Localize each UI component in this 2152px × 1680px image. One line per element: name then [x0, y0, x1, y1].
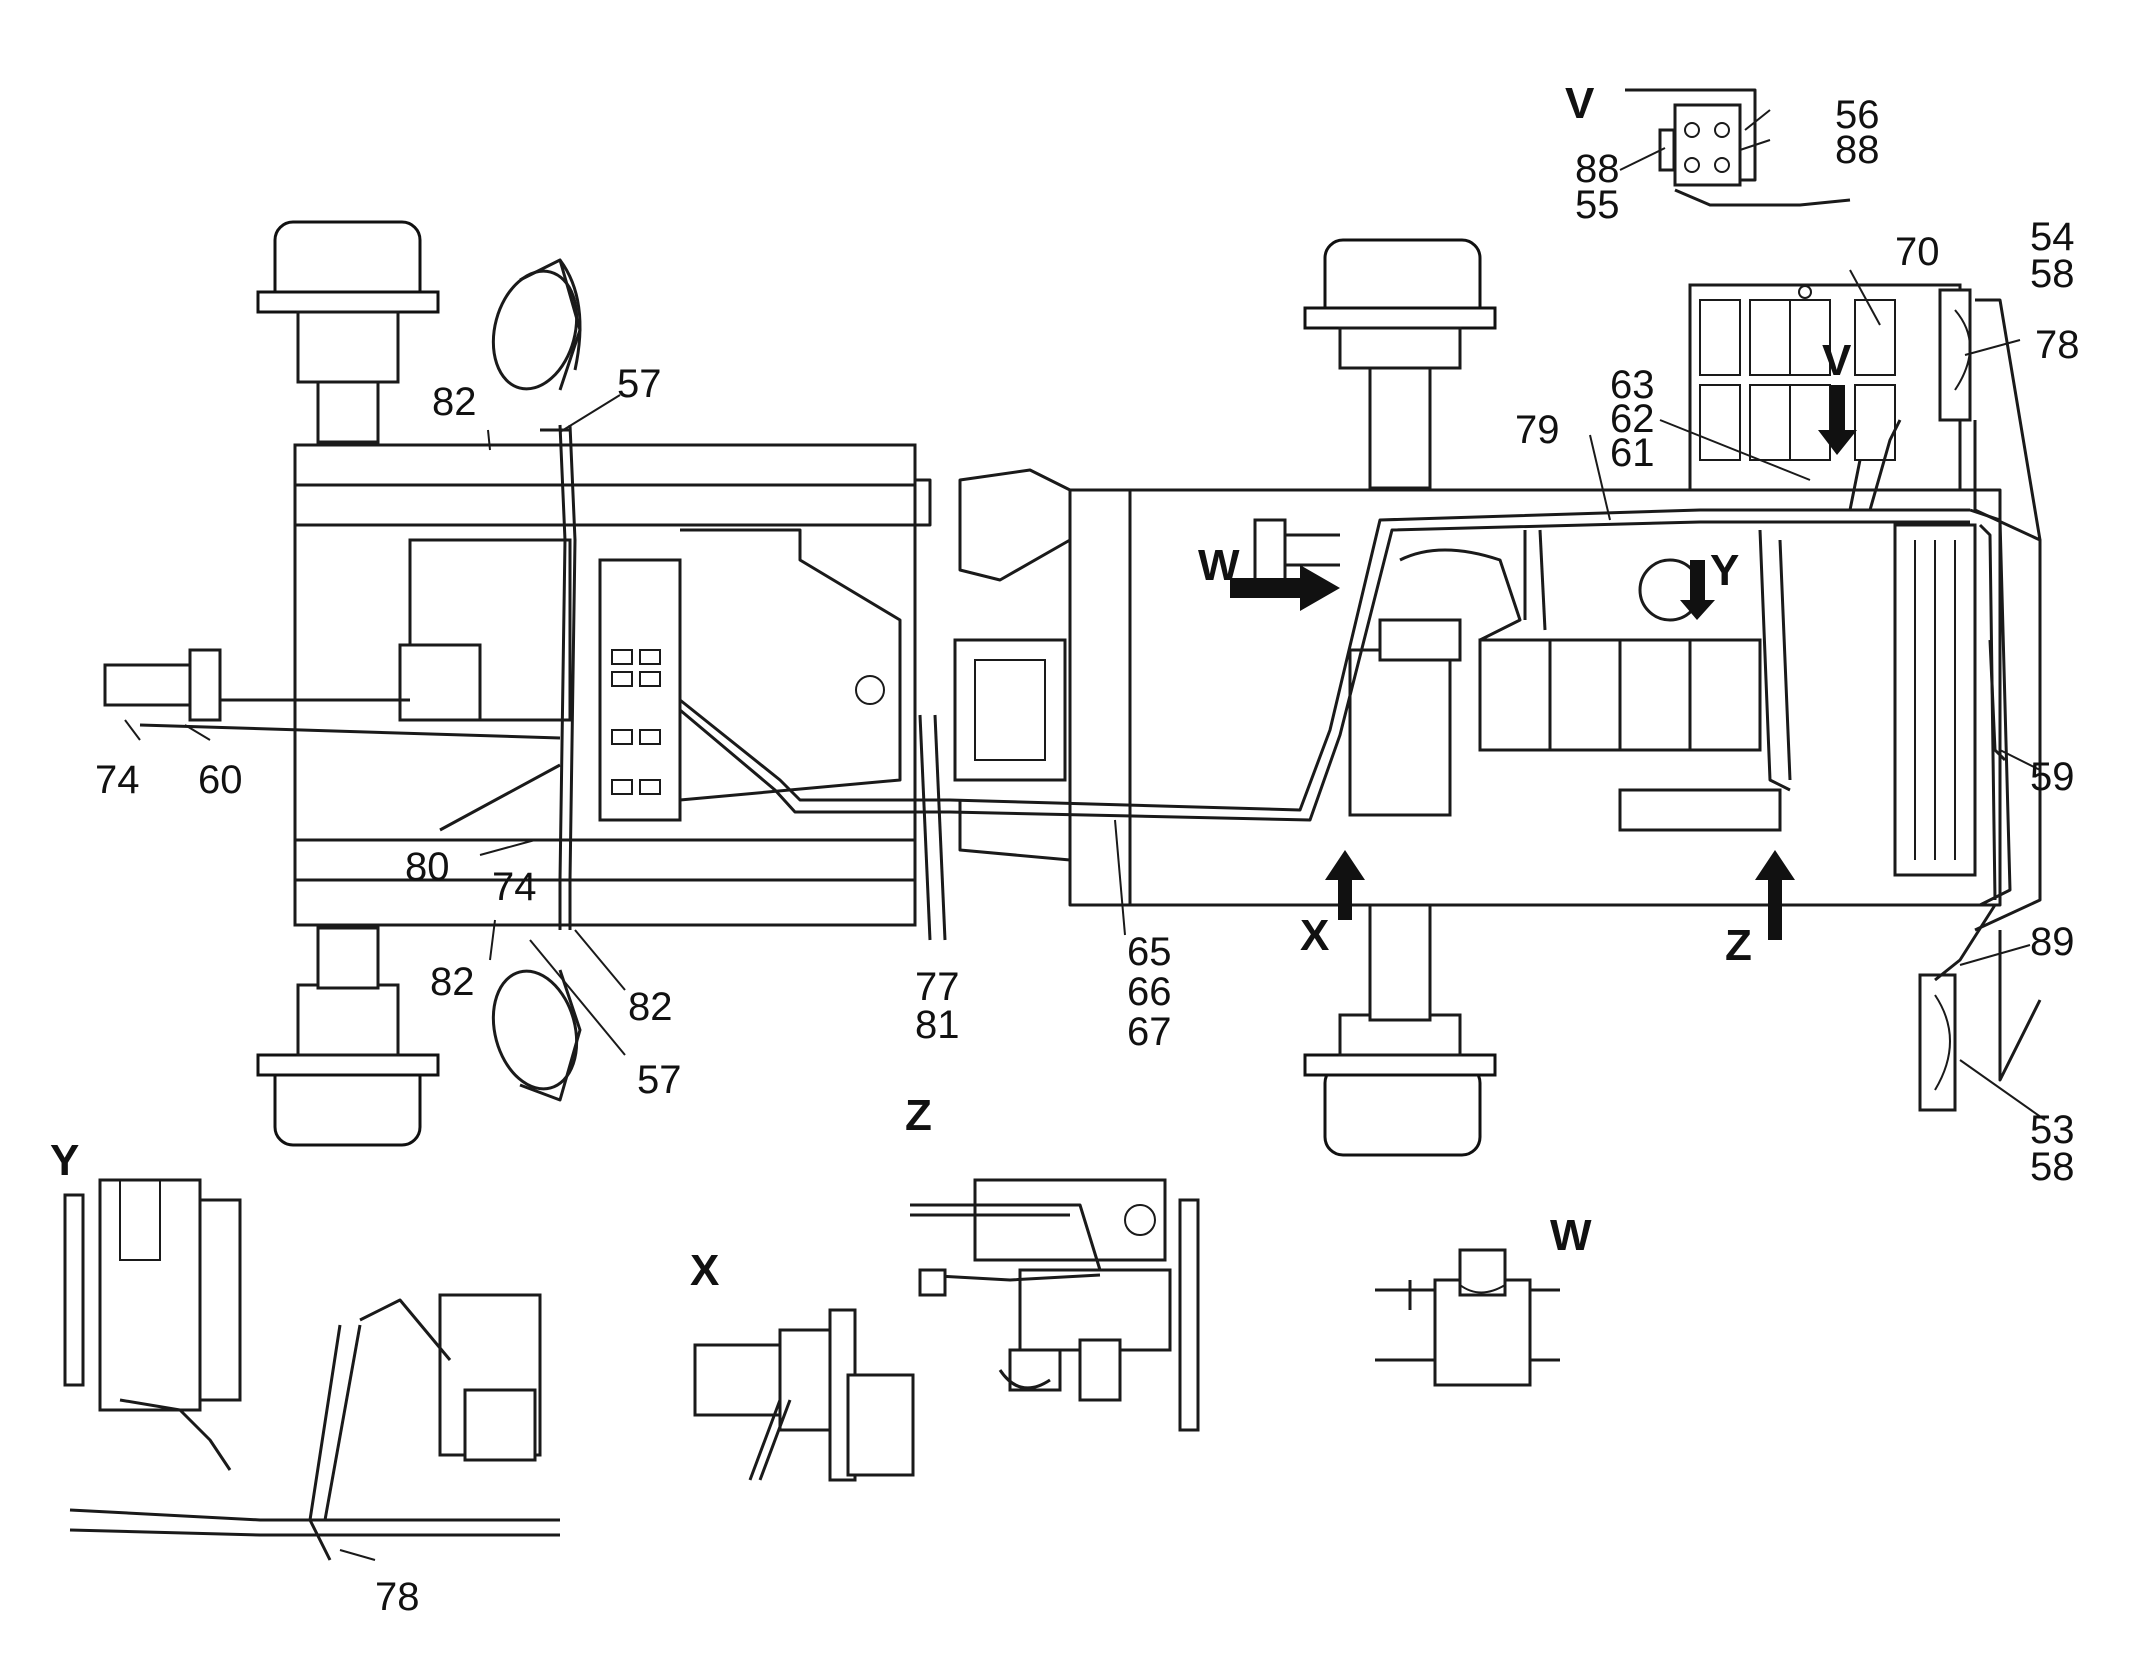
callout-78: 78	[375, 1575, 420, 1619]
callout-56: 56	[1835, 93, 1880, 137]
callout-54: 54	[2030, 215, 2075, 259]
view-label-z: Z	[905, 1091, 932, 1140]
callout-53: 53	[2030, 1108, 2075, 1152]
detail-y	[63, 1178, 560, 1561]
view-label-w-arrow: W	[1198, 541, 1240, 590]
view-arrow-x	[1325, 850, 1365, 920]
callout-81: 81	[915, 1003, 960, 1047]
wiring-harness	[139, 419, 2012, 982]
callout-55: 55	[1575, 183, 1620, 227]
callout-88: 88	[1575, 147, 1620, 191]
rear-axle-assembly	[256, 220, 440, 1147]
callout-65: 65	[1127, 930, 1172, 974]
battery-box	[1688, 283, 1962, 492]
view-label-x: X	[690, 1246, 719, 1295]
view-label-w: W	[1550, 1211, 1592, 1260]
view-label-v-arrow: V	[1822, 336, 1852, 385]
view-label-v: V	[1565, 79, 1595, 128]
callout-74: 74	[95, 758, 140, 802]
callout-82: 82	[430, 960, 475, 1004]
callout-70: 70	[1895, 230, 1940, 274]
detail-w	[1375, 1248, 1560, 1387]
callout-58: 58	[2030, 252, 2075, 296]
view-arrow-w	[1230, 565, 1340, 611]
callout-58: 58	[2030, 1145, 2075, 1189]
view-arrow-z	[1755, 850, 1795, 940]
view-arrow-v	[1818, 385, 1857, 455]
callout-57: 57	[637, 1058, 682, 1102]
callout-63: 63	[1610, 363, 1655, 407]
mirror-bottom	[491, 969, 582, 1102]
view-label-x-arrow: X	[1300, 911, 1329, 960]
rear-frame	[103, 443, 917, 927]
callout-74: 74	[492, 865, 537, 909]
callout-80: 80	[405, 845, 450, 889]
callout-82: 82	[628, 985, 673, 1029]
view-label-y: Y	[50, 1136, 79, 1185]
callout-67: 67	[1127, 1010, 1172, 1054]
detail-v	[1619, 88, 1851, 207]
leader-lines	[124, 269, 2046, 1121]
callout-78: 78	[2035, 323, 2080, 367]
view-arrow-y	[1680, 560, 1715, 620]
callout-57: 57	[617, 362, 662, 406]
callout-89: 89	[2030, 920, 2075, 964]
view-label-y-arrow: Y	[1710, 546, 1739, 595]
main-frame	[915, 238, 2042, 1157]
detail-z	[910, 1178, 1200, 1432]
callout-60: 60	[198, 758, 243, 802]
callout-88: 88	[1835, 128, 1880, 172]
callout-62: 62	[1610, 397, 1655, 441]
callout-59: 59	[2030, 755, 2075, 799]
callout-61: 61	[1610, 431, 1655, 475]
headlight-bottom	[1918, 973, 1957, 1112]
callout-79: 79	[1515, 408, 1560, 452]
callout-82: 82	[432, 380, 477, 424]
detail-x	[693, 1308, 915, 1482]
view-label-z-arrow: Z	[1725, 921, 1752, 970]
callout-77: 77	[915, 965, 960, 1009]
mirror-top	[491, 258, 582, 391]
callout-66: 66	[1127, 970, 1172, 1014]
